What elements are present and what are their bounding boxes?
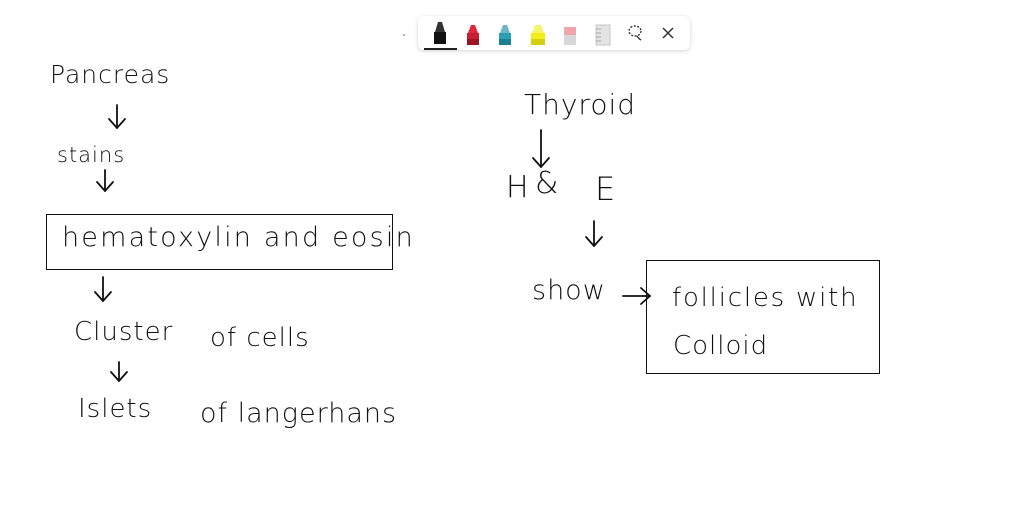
he-h-label: H bbox=[506, 170, 530, 205]
black-marker-icon[interactable] bbox=[424, 16, 457, 50]
teal-marker-icon[interactable] bbox=[489, 16, 522, 50]
lasso-icon[interactable] bbox=[619, 16, 652, 50]
yellow-highlighter-icon[interactable] bbox=[522, 16, 555, 50]
thyroid-label: Thyroid bbox=[524, 88, 636, 121]
stain-box-text: hematoxylin and eosin bbox=[62, 222, 415, 253]
islets-label: Islets bbox=[78, 394, 153, 424]
arrow-thyroid-to-he bbox=[532, 129, 550, 168]
red-marker-icon[interactable] bbox=[457, 16, 490, 50]
result-box-line2: Colloid bbox=[673, 331, 769, 361]
result-box-line1: follicles with bbox=[672, 283, 859, 313]
show-label: show bbox=[532, 275, 606, 306]
of-langerhans-label: of langerhans bbox=[200, 398, 398, 429]
arrow-box-to-cluster bbox=[94, 276, 112, 302]
he-ampersand-label: & bbox=[535, 166, 560, 201]
pancreas-label: Pancreas bbox=[50, 60, 171, 89]
stain-box bbox=[46, 214, 393, 270]
arrow-stains-to-box bbox=[96, 169, 114, 192]
he-e-label: E bbox=[595, 170, 617, 208]
pink-eraser-icon[interactable] bbox=[554, 16, 587, 50]
stray-dot bbox=[403, 34, 405, 36]
arrow-show-to-box bbox=[622, 287, 651, 305]
result-box bbox=[646, 260, 880, 374]
ruler-icon[interactable] bbox=[587, 16, 620, 50]
of-cells-label: of cells bbox=[210, 323, 310, 353]
stains-label: stains bbox=[57, 143, 126, 167]
arrow-cluster-to-islets bbox=[110, 361, 128, 382]
cluster-label: Cluster bbox=[74, 317, 174, 347]
arrow-he-to-show bbox=[585, 220, 603, 247]
arrow-pancreas-to-stains bbox=[108, 104, 126, 129]
close-icon[interactable] bbox=[652, 16, 685, 50]
drawing-toolbar bbox=[418, 16, 690, 50]
